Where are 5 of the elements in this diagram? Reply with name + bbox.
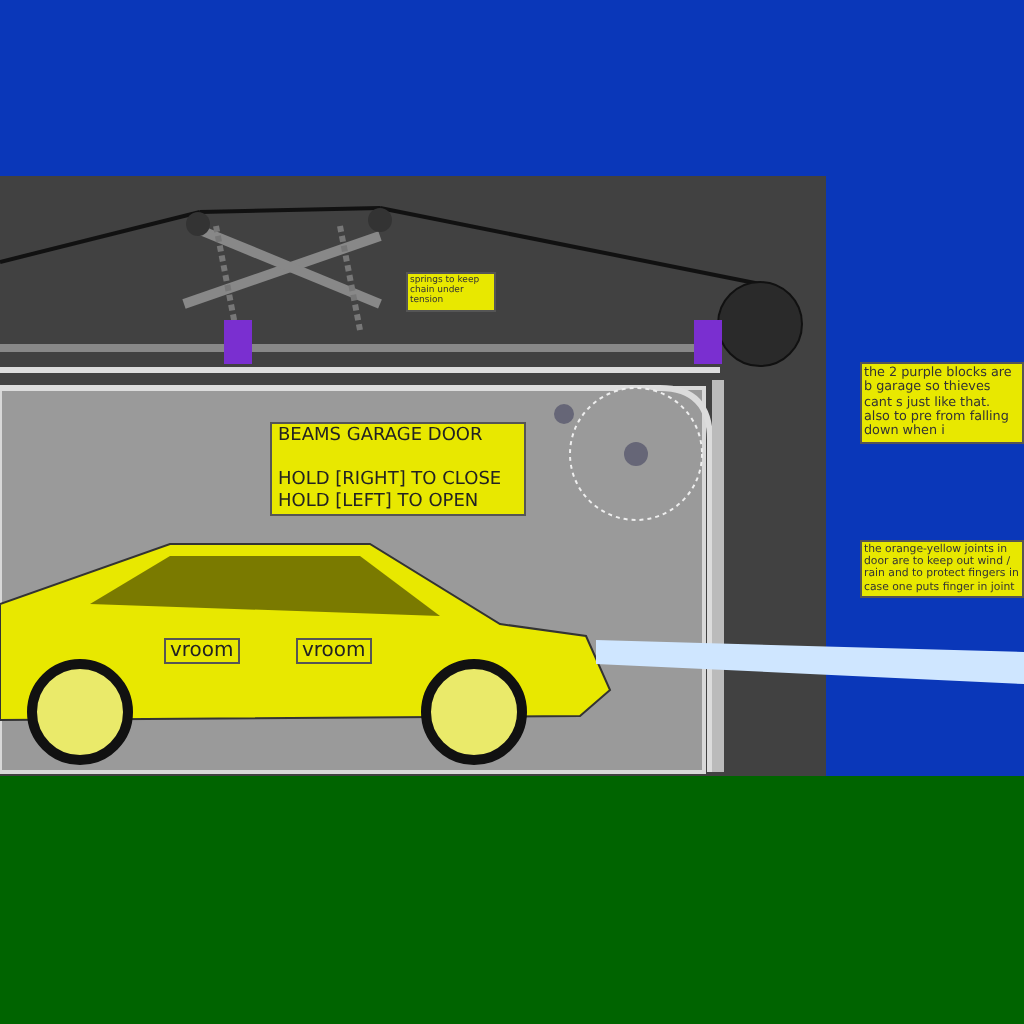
instruction-text: HOLD [LEFT] TO OPEN <box>278 492 479 512</box>
instruction-text: HOLD [RIGHT] TO CLOSE <box>278 470 502 490</box>
car-decal: vroom <box>296 638 372 664</box>
car-decal: vroom <box>164 638 240 664</box>
title-text: BEAMS GARAGE DOOR <box>278 426 483 446</box>
